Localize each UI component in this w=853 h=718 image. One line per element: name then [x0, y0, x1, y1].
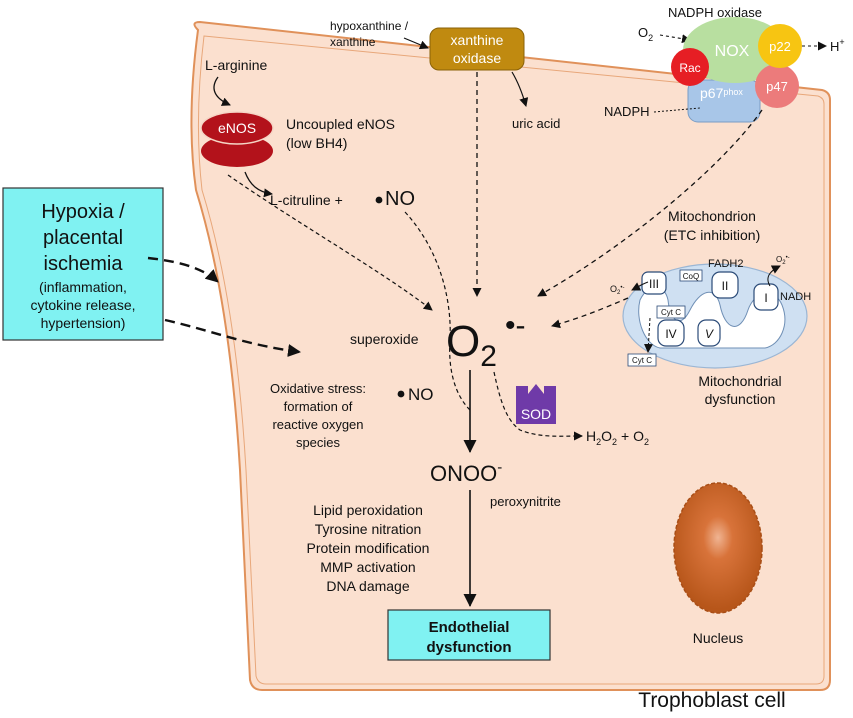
complex-i: I [753, 283, 779, 311]
complex-iv: IV [657, 319, 685, 347]
effect-item-0: Lipid peroxidation [313, 502, 423, 518]
complex-iii-to-o2-arrow [631, 281, 649, 291]
no-radical-dot-top [375, 196, 383, 204]
svg-text:IV: IV [665, 327, 676, 341]
uncoupled-enos-line1: Uncoupled eNOS [286, 116, 395, 132]
superoxide-label: superoxide [350, 331, 419, 347]
mito-dysfunction-line1: Mitochondrial [698, 373, 781, 389]
hypoxia-box: Hypoxia / placental ischemia (inflammati… [2, 187, 164, 341]
hypoxia-line2: placental [43, 227, 123, 249]
nadph-oxidase-complex: NOX Rac p47 p22 p67phox [671, 17, 802, 123]
nox-to-superoxide-arrow [537, 109, 763, 297]
mito-dysfunction-line2: dysfunction [705, 391, 776, 407]
o2-to-nox-arrow [659, 34, 691, 44]
mito-o2-left: O2•- [610, 284, 624, 296]
oxidative-line1: Oxidative stress: [270, 381, 366, 396]
peroxynitrite-label: peroxynitrite [490, 494, 561, 509]
svg-text:II: II [722, 279, 729, 293]
fadh2-label: FADH2 [708, 258, 743, 270]
nox-label: NOX [715, 43, 750, 60]
cell-membrane [190, 20, 831, 691]
enos-to-citrulline-arrow [244, 171, 273, 198]
nadh-label: NADH [780, 291, 811, 303]
l-arginine-label: L-arginine [205, 57, 267, 73]
svg-text:V: V [705, 327, 714, 341]
hypoxia-line3: ischemia [44, 253, 124, 275]
mito-o2-top: O2•- [776, 255, 790, 266]
superoxide-radical: •- [505, 309, 526, 342]
svg-text:Cyt C: Cyt C [661, 308, 681, 317]
hypoxia-line5: cytokine release, [30, 297, 135, 313]
mito-title-line2: (ETC inhibition) [664, 227, 760, 243]
p22-label: p22 [769, 39, 791, 54]
sod-label: SOD [521, 406, 551, 422]
svg-text:CoQ: CoQ [683, 272, 699, 281]
cytc-box-2: Cyt C [627, 353, 657, 367]
uric-acid-label: uric acid [512, 116, 560, 131]
no-to-peroxynitrite-line [404, 211, 471, 411]
h2o2-label: H2O2+ O2 [586, 428, 649, 447]
no-label-top: NO [385, 188, 415, 210]
superoxide-symbol: O2 [446, 317, 497, 373]
xanthine-arrow [403, 37, 429, 50]
enos-to-superoxide-arrow [227, 174, 433, 311]
nadph-label: NADPH [604, 104, 650, 119]
uncoupled-enos-line2: (low BH4) [286, 135, 347, 151]
complex-v: V [697, 319, 721, 347]
xanthine-oxidase-enzyme: xanthine oxidase [429, 27, 525, 71]
oxidative-line4: species [296, 435, 341, 450]
endothelial-dysfunction-box: Endothelial dysfunction [387, 609, 551, 661]
hypoxia-arrow-lower [164, 318, 301, 357]
hypoxia-line6: hypertension) [41, 315, 126, 331]
complex-i-to-o2-arrow [767, 265, 781, 287]
enos-enzyme: eNOS [200, 111, 274, 167]
oxidative-line2: formation of [284, 399, 353, 414]
oxidative-line3: reactive oxygen [272, 417, 363, 432]
superoxide-to-h2o2-arrow [493, 371, 583, 441]
hypoxia-line1: Hypoxia / [41, 201, 125, 223]
hypoxanthine-line1: hypoxanthine / [330, 19, 409, 33]
no-label-mid: NO [408, 385, 434, 404]
xo-label-line2: oxidase [453, 50, 501, 66]
complex-iii: III [641, 271, 667, 295]
effect-item-2: Protein modification [307, 540, 430, 556]
sod-enzyme: SOD [516, 384, 556, 424]
hypoxanthine-line2: xanthine [330, 35, 376, 49]
effect-item-4: DNA damage [326, 578, 409, 594]
outcome-line2: dysfunction [427, 639, 512, 656]
cytc-release-arrow [643, 317, 653, 353]
p67-label: p67phox [700, 85, 743, 101]
p47-label: p47 [766, 79, 788, 94]
arginine-arrow [213, 76, 231, 106]
cell-label: Trophoblast cell [638, 689, 785, 712]
nucleus [673, 482, 763, 614]
xo-to-uric-acid-arrow [511, 71, 529, 107]
nadph-oxidase-title: NADPH oxidase [668, 5, 762, 20]
rac-label: Rac [679, 61, 700, 75]
nox-o2-label: O2 [638, 25, 653, 43]
outcome-line1: Endothelial [429, 619, 510, 636]
onoo-symbol: ONOO- [430, 459, 502, 486]
xo-label-line1: xanthine [451, 32, 504, 48]
coq-box: CoQ [679, 269, 703, 282]
no-radical-dot-mid [397, 390, 405, 398]
citrulline-label: L-citruline + [270, 192, 343, 208]
svg-text:I: I [764, 291, 767, 305]
enos-label: eNOS [218, 120, 256, 136]
mito-to-superoxide-arrow [551, 297, 629, 329]
svg-text:III: III [649, 277, 659, 291]
nucleus-label: Nucleus [693, 630, 744, 646]
svg-text:Cyt C: Cyt C [632, 356, 652, 365]
effect-item-3: MMP activation [320, 559, 415, 575]
cell-membrane-inner [197, 35, 825, 685]
hypoxia-line4: (inflammation, [39, 279, 127, 295]
h-plus-label: H+ [830, 37, 845, 54]
effect-item-1: Tyrosine nitration [315, 521, 422, 537]
complex-ii: II [711, 271, 739, 299]
cytc-box-1: Cyt C [656, 305, 686, 319]
hypoxia-arrow-upper [147, 256, 219, 283]
mito-title-line1: Mitochondrion [668, 208, 756, 224]
